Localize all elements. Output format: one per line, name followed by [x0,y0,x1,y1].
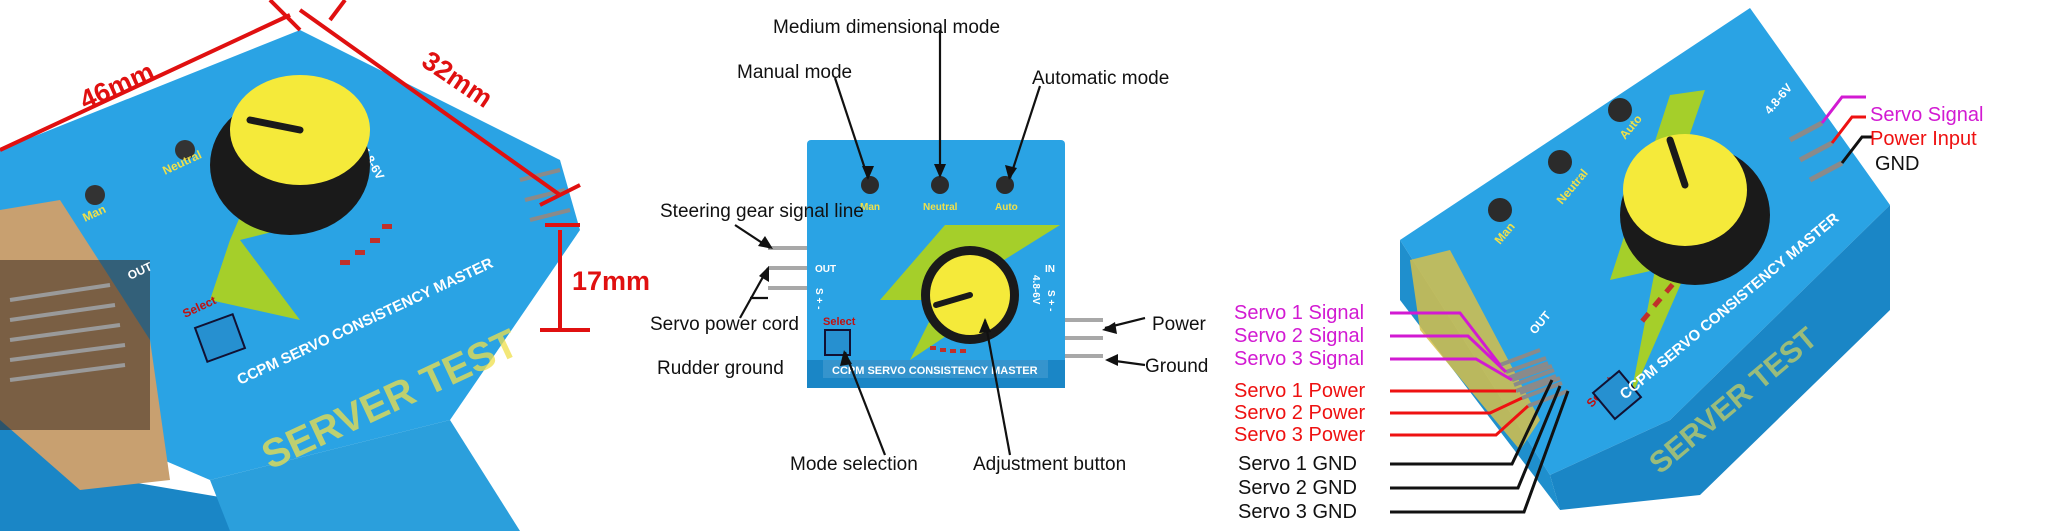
out-pins-text: S + - [813,288,824,309]
led-neutral [931,176,949,194]
leader-servo-signal [1820,95,1866,124]
callout-arrowheads [758,164,1118,366]
led-manual-text: Man [860,202,880,213]
pin-label-servo-1-signal: Servo 1 Signal [1234,302,1364,324]
pin-label-servo-3-signal: Servo 3 Signal [1234,348,1364,370]
select-text: Select [823,316,856,328]
pin-label-servo-1-gnd: Servo 1 GND [1238,453,1357,475]
output-pins [1499,348,1569,408]
knob-pointer [933,292,973,308]
dimension-lines [0,0,590,332]
led-man [85,185,105,205]
output-pins [9,283,126,382]
voltage-text: 4.8-6V [1030,275,1041,305]
scale-marks [1640,282,1675,323]
output-pins [768,246,807,290]
dimension-view-drawing: Man Neutral 4.8-6V OUT Select CCPM SERVO… [0,0,650,531]
led-auto-text: Auto [995,202,1018,213]
pin-label-servo-2-gnd: Servo 2 GND [1238,477,1357,499]
pin-label-servo-2-signal: Servo 2 Signal [1234,325,1364,347]
select-button [824,329,851,356]
in-pins-text: S + - [1045,290,1056,311]
lightning-bolt [880,225,1060,360]
knob-cap [1623,134,1747,246]
height-dimension: 17mm [572,266,650,296]
select-button [1591,369,1643,421]
label-medium-dimensional-mode: Medium dimensional mode [773,17,1000,38]
pin-label-power-input: Power Input [1870,128,1977,150]
output-leaders [1390,311,1570,514]
pin-label-servo-2-power: Servo 2 Power [1234,402,1366,424]
label-servo-power-cord: Servo power cord [650,314,799,335]
pin-label-servo-3-power: Servo 3 Power [1234,424,1366,446]
label-manual-mode: Manual mode [737,62,852,83]
scale-marks [930,346,966,353]
scale-marks [340,224,392,265]
input-pins [1065,318,1103,358]
knob-pointer [246,116,304,134]
out-text: OUT [815,264,836,275]
front-view: Man Neutral Auto OUT S + - 4.8-6V IN S +… [640,0,1260,531]
led-neutral [175,140,195,160]
dimension-view: Man Neutral 4.8-6V OUT Select CCPM SERVO… [0,0,660,531]
label-mode-selection: Mode selection [790,454,918,475]
in-text: IN [1045,264,1055,275]
label-rudder-ground: Rudder ground [657,358,784,379]
knob-pointer [1666,136,1689,189]
circuit-board [1410,250,1540,450]
led-man [1488,198,1512,222]
led-manual [861,176,879,194]
pin-label-servo-3-gnd: Servo 3 GND [1238,501,1357,523]
brand-strip [823,360,1048,378]
label-steering-gear-signal-line: Steering gear signal line [660,201,864,222]
led-auto [996,176,1014,194]
case-front-face [210,420,520,531]
pinout-view-drawing: Man Neutral Auto 4.8-6V OUT Select CCPM … [1234,8,1983,523]
brand-text: CCPM SERVO CONSISTENCY MASTER [832,365,1038,377]
pinout-view: Man Neutral Auto 4.8-6V OUT Select CCPM … [1200,0,2048,531]
case-front-face [1550,205,1890,510]
board-shadow [0,260,150,430]
led-auto [1608,98,1632,122]
led-neutral [1548,150,1572,174]
label-automatic-mode: Automatic mode [1032,68,1169,89]
leader-power-input [1830,115,1866,144]
label-ground: Ground [1145,356,1208,377]
label-adjustment-button: Adjustment button [973,454,1126,475]
select-button [193,312,247,364]
pin-label-gnd: GND [1875,153,1919,175]
label-power: Power [1152,314,1207,335]
leader-gnd [1840,135,1872,164]
input-pins [1788,120,1844,183]
pin-label-servo-signal: Servo Signal [1870,104,1983,126]
front-view-drawing: Man Neutral Auto OUT S + - 4.8-6V IN S +… [650,17,1208,475]
led-neutral-text: Neutral [923,202,958,213]
pin-label-servo-1-power: Servo 1 Power [1234,380,1366,402]
